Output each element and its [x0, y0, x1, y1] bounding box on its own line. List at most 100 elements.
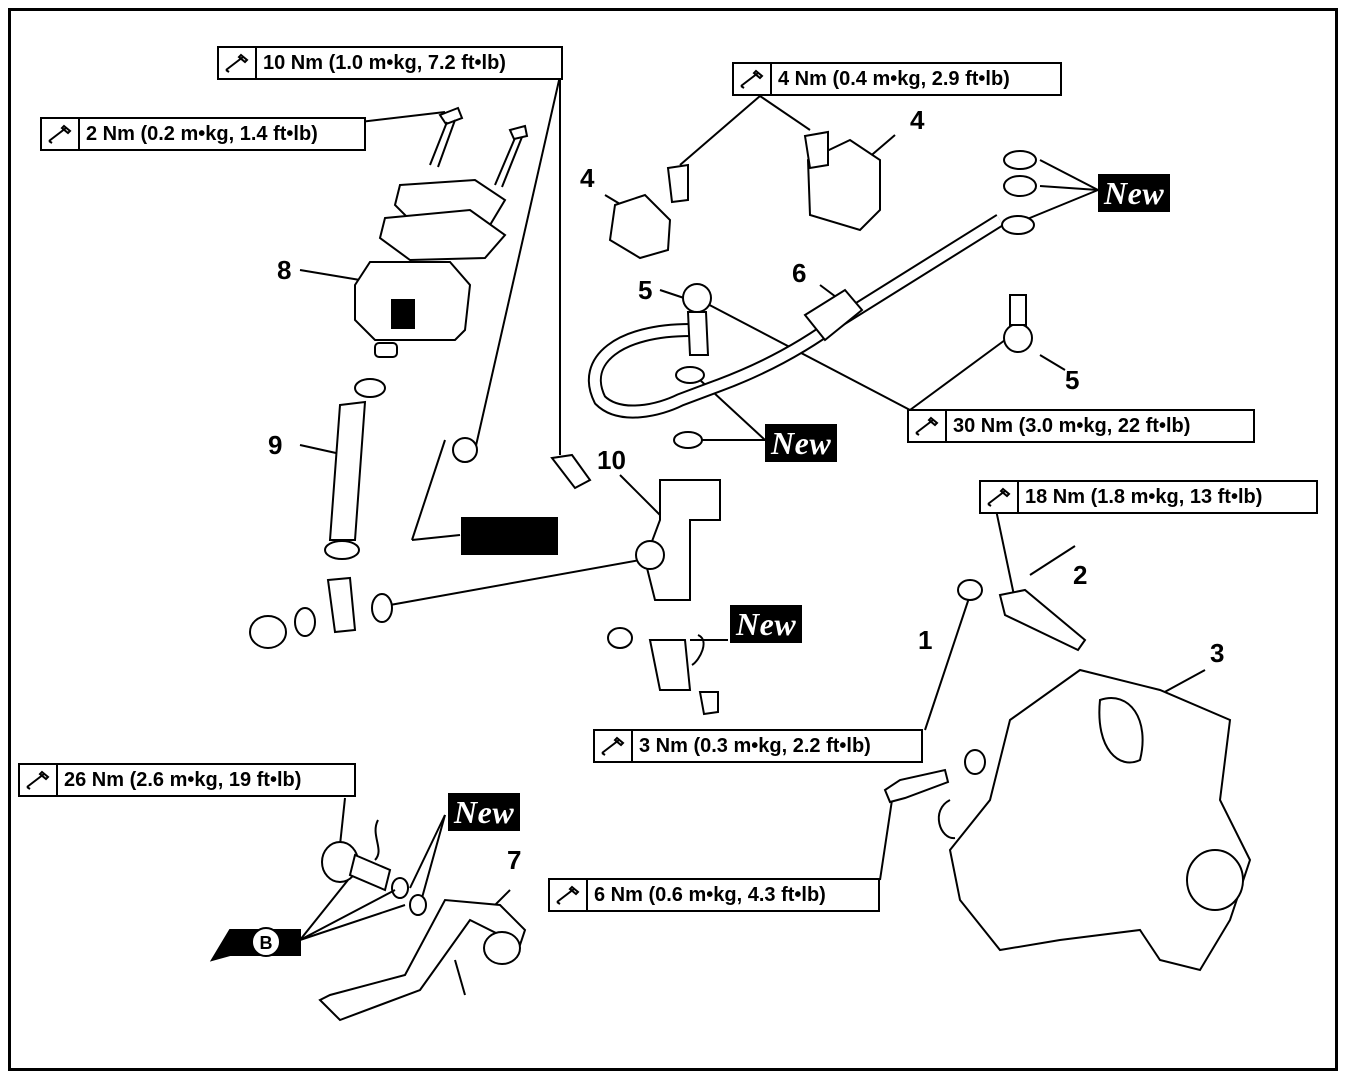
torque-spec-10nm: 10 Nm (1.0 m•kg, 7.2 ft•lb)	[217, 46, 563, 80]
torque-spec-6nm: 6 Nm (0.6 m•kg, 4.3 ft•lb)	[548, 878, 880, 912]
torque-spec-text: 18 Nm (1.8 m•kg, 13 ft•lb)	[1025, 485, 1263, 508]
leader-line	[1029, 545, 1076, 576]
leader-line	[474, 75, 561, 451]
o-ring	[391, 877, 409, 899]
o-ring	[409, 894, 427, 916]
bleed-screw	[883, 768, 950, 804]
brake-hose-inner	[589, 215, 1003, 417]
torque-spec-text: 6 Nm (0.6 m•kg, 4.3 ft•lb)	[594, 883, 826, 906]
cotter-pin	[374, 819, 380, 861]
part-number-7: 7	[507, 845, 522, 875]
leader-line	[1039, 159, 1099, 191]
master-cylinder	[643, 479, 721, 601]
caliper-pin	[998, 588, 1087, 652]
leader-line	[759, 95, 811, 131]
leader-line	[299, 269, 361, 281]
part-number-5: 5	[638, 275, 653, 305]
grease-tube	[461, 517, 558, 555]
bracket-screw	[803, 130, 829, 170]
leader-line	[389, 559, 641, 606]
torque-wrench-icon	[42, 119, 80, 149]
new-part-badge: New	[765, 424, 838, 462]
diagram-frame	[8, 8, 1338, 1071]
copper-washer	[1003, 175, 1037, 197]
caliper-piston-bore	[1098, 697, 1144, 764]
torque-spec-text: 30 Nm (3.0 m•kg, 22 ft•lb)	[953, 414, 1191, 437]
grease-symbol: B	[251, 927, 281, 957]
torque-wrench-icon	[595, 731, 633, 761]
copper-washer	[673, 431, 703, 449]
part-number-4: 4	[910, 105, 925, 135]
part-number-5: 5	[1065, 365, 1080, 395]
grease-leader	[299, 889, 396, 941]
clevis-pin	[698, 691, 719, 716]
hose-bracket	[608, 193, 672, 260]
leader-line	[924, 594, 971, 731]
torque-wrench-icon	[734, 64, 772, 94]
torque-spec-30nm: 30 Nm (3.0 m•kg, 22 ft•lb)	[907, 409, 1255, 443]
grease-leader	[299, 879, 349, 941]
torque-spec-text: 4 Nm (0.4 m•kg, 2.9 ft•lb)	[778, 67, 1010, 90]
copper-washer	[1001, 215, 1035, 235]
pedal-pivot	[483, 931, 521, 965]
torque-spec-text: 10 Nm (1.0 m•kg, 7.2 ft•lb)	[263, 51, 506, 74]
brake-pedal	[318, 898, 527, 1022]
part-number-2: 2	[1073, 560, 1088, 590]
torque-spec-4nm: 4 Nm (0.4 m•kg, 2.9 ft•lb)	[732, 62, 1062, 96]
hose-clamp	[324, 540, 360, 560]
bleed-screw-cap	[937, 799, 956, 840]
master-cylinder-pushrod	[648, 639, 692, 691]
leader-line	[909, 339, 1006, 411]
union-bolt	[1003, 323, 1033, 353]
part-number-3: 3	[1210, 638, 1225, 668]
screw-head	[508, 124, 529, 141]
master-cylinder-port	[635, 540, 665, 570]
torque-wrench-icon	[981, 482, 1019, 512]
hose-sleeve	[803, 288, 864, 342]
leader-line	[419, 814, 446, 906]
bracket-screw	[666, 163, 689, 204]
torque-spec-text: 3 Nm (0.3 m•kg, 2.2 ft•lb)	[639, 734, 871, 757]
reservoir-diaphragm	[378, 208, 507, 262]
return-spring	[454, 959, 466, 996]
torque-spec-2nm: 2 Nm (0.2 m•kg, 1.4 ft•lb)	[40, 117, 366, 151]
bolt	[550, 453, 592, 490]
leader-line	[994, 504, 1016, 601]
torque-spec-text: 2 Nm (0.2 m•kg, 1.4 ft•lb)	[86, 122, 318, 145]
grease-symbol-label: B	[260, 933, 273, 953]
leader-line	[1039, 354, 1066, 371]
brake-caliper	[948, 668, 1252, 972]
o-ring	[371, 593, 393, 623]
grease-leader	[411, 439, 446, 541]
new-part-badge: New	[1098, 174, 1171, 212]
part-number-8: 8	[277, 255, 292, 285]
torque-wrench-icon	[20, 765, 58, 795]
leader-line	[1019, 189, 1099, 223]
leader-line	[359, 111, 446, 123]
new-part-badge: New	[730, 605, 803, 643]
reservoir-bolt	[452, 437, 478, 463]
grease-leader	[299, 904, 406, 941]
torque-wrench-icon	[550, 880, 588, 910]
torque-spec-text: 26 Nm (2.6 m•kg, 19 ft•lb)	[64, 768, 302, 791]
grease-leader	[411, 534, 461, 541]
caliper-mount-hole	[1186, 849, 1244, 911]
union-bolt	[682, 283, 712, 313]
torque-spec-26nm: 26 Nm (2.6 m•kg, 19 ft•lb)	[18, 763, 356, 797]
leader-line	[339, 797, 346, 846]
part-number-1: 1	[918, 625, 933, 655]
pivot-bolt-shank	[348, 853, 392, 892]
leader-line	[879, 799, 893, 881]
leader-line	[679, 95, 761, 166]
copper-washer	[1003, 150, 1037, 170]
torque-spec-18nm: 18 Nm (1.8 m•kg, 13 ft•lb)	[979, 480, 1318, 514]
screw-shank	[429, 119, 456, 168]
cotter-pin	[691, 634, 705, 666]
new-part-badge: New	[448, 793, 521, 831]
screw-shank	[494, 136, 523, 188]
torque-wrench-icon	[909, 411, 947, 441]
caliper-cap	[957, 579, 983, 601]
part-number-6: 6	[792, 258, 807, 288]
